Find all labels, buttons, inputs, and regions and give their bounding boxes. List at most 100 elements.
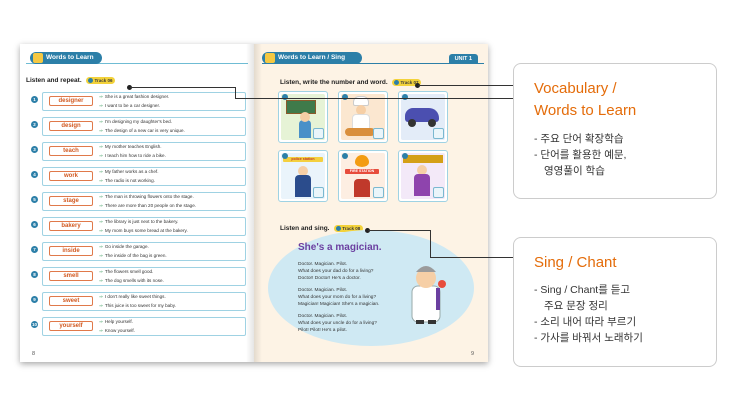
row-number: 9 <box>31 296 38 303</box>
answer-box <box>433 128 444 139</box>
answer-box <box>313 187 324 198</box>
word-row: 6 bakery ⇒The library is just next to th… <box>31 217 246 236</box>
vocab-word: yourself <box>49 321 93 331</box>
listen-repeat-label: Listen and repeat. Track 06 <box>26 77 116 85</box>
row-number: 7 <box>31 246 38 253</box>
example-sentence: ⇒I'm designing my daughter's bed. <box>99 119 172 124</box>
callout-vocabulary: Vocabulary / Words to Learn - 주요 단어 확장학습… <box>513 63 717 199</box>
word-row: 7 inside ⇒Go inside the garage. ⇒The ins… <box>31 242 246 261</box>
example-sentence: ⇒The radio is not working. <box>99 178 155 183</box>
lyric-line: What does your uncle do for a living? <box>298 321 377 326</box>
number-marker <box>282 94 288 100</box>
example-sentence: ⇒My mother teaches English. <box>99 144 162 149</box>
example-sentence: ⇒Know yourself. <box>99 328 135 333</box>
baker-head <box>356 105 366 115</box>
vocab-word: sweet <box>49 296 93 306</box>
instruction-text: Listen and repeat. <box>26 77 82 85</box>
number-marker <box>342 153 348 159</box>
example-sentence: ⇒Go inside the garage. <box>99 244 149 249</box>
bread-tray <box>345 128 375 136</box>
car-body <box>405 108 439 122</box>
pointer-dot <box>365 228 370 233</box>
vocab-word: bakery <box>49 221 93 231</box>
vocab-word: inside <box>49 246 93 256</box>
answer-box <box>313 128 324 139</box>
track-label: Track 06 <box>94 78 113 83</box>
callout-list: - Sing / Chant를 듣고 주요 문장 정리 - 소리 내어 따라 부… <box>534 282 716 346</box>
track-label: Track 07 <box>400 80 419 85</box>
row-number: 1 <box>31 96 38 103</box>
page-number-right: 9 <box>470 351 474 357</box>
track-label: Track 08 <box>342 226 361 231</box>
row-number: 5 <box>31 196 38 203</box>
word-row: 9 sweet ⇒I don't really like sweet thing… <box>31 292 246 311</box>
police-station-sign: police station <box>283 157 323 162</box>
row-number: 10 <box>31 321 38 328</box>
listen-sing-label: Listen and sing. Track 08 <box>280 225 364 233</box>
header-pill: Words to Learn <box>30 52 102 64</box>
example-sentence: ⇒The inside of the bag is green. <box>99 253 167 258</box>
fire-station-sign: FIRE STATION <box>345 169 379 174</box>
leader-line <box>430 230 431 257</box>
officer-head <box>298 166 308 176</box>
pencil-icon <box>33 53 43 63</box>
row-number: 4 <box>31 171 38 178</box>
example-sentence: ⇒This juice is too sweet for my baby. <box>99 303 177 308</box>
right-page-header: Words to Learn / Sing UNIT 1 <box>262 52 484 64</box>
callout-item: 주요 문장 정리 <box>544 300 608 312</box>
vocab-word: teach <box>49 146 93 156</box>
answer-box <box>433 187 444 198</box>
callout-item: - 단어를 활용한 예문, <box>534 149 627 161</box>
word-row: 1 designer ⇒She is a great fashion desig… <box>31 92 246 111</box>
number-marker <box>342 94 348 100</box>
row-number: 2 <box>31 121 38 128</box>
header-title: Words to Learn <box>46 54 94 61</box>
track-badge: Track 06 <box>86 77 116 84</box>
header-title: Words to Learn / Sing <box>278 54 346 61</box>
word-row: 8 smell ⇒The flowers smell good. ⇒The do… <box>31 267 246 286</box>
answer-box <box>373 187 384 198</box>
example-sentence: ⇒I don't really like sweet things. <box>99 294 166 299</box>
lyric-line: What does your dad do for a living? <box>298 269 374 274</box>
leader-line <box>235 87 236 99</box>
example-sentence: ⇒I teach him how to ride a bike. <box>99 153 166 158</box>
picture-card-police: police station <box>278 150 328 202</box>
row-number: 6 <box>31 221 38 228</box>
answer-box <box>373 128 384 139</box>
example-sentence: ⇒She is a great fashion designer. <box>99 94 170 99</box>
callout-title: Words to Learn <box>534 102 637 119</box>
singer-figure <box>414 174 430 196</box>
example-sentence: ⇒I want to be a car designer. <box>99 103 161 108</box>
word-row: 2 design ⇒I'm designing my daughter's be… <box>31 117 246 136</box>
lyric-line: What does your mom do for a living? <box>298 295 377 300</box>
magician-illustration <box>411 266 446 324</box>
callout-sing-chant: Sing / Chant - Sing / Chant를 듣고 주요 문장 정리… <box>513 237 717 367</box>
leader-line <box>368 230 430 231</box>
vocab-word: stage <box>49 196 93 206</box>
chalkboard <box>286 100 316 114</box>
callout-list: - 주요 단어 확장학습 - 단어를 활용한 예문, 영영풀이 학습 <box>534 131 716 179</box>
instruction-text: Listen and sing. <box>280 225 330 233</box>
callout-item: - Sing / Chant를 듣고 <box>534 284 631 296</box>
callout-item: - 주요 단어 확장학습 <box>534 133 624 145</box>
number-marker <box>282 153 288 159</box>
vocab-word: smell <box>49 271 93 281</box>
picture-card-car-designer <box>398 91 448 143</box>
word-row: 4 work ⇒My father works as a chef. ⇒The … <box>31 167 246 186</box>
lyric-line: Doctor. Magician. Pilot. <box>298 288 348 293</box>
example-sentence: ⇒The library is just next to the bakery. <box>99 219 179 224</box>
lyric-line: Magician! Magician! She's a magician. <box>298 302 380 307</box>
example-sentence: ⇒Help yourself. <box>99 319 133 324</box>
pointer-dot <box>127 85 132 90</box>
leader-line <box>430 257 513 258</box>
textbook-spread: Words to Learn Listen and repeat. Track … <box>20 44 488 362</box>
example-sentence: ⇒The design of a new car is very unique. <box>99 128 185 133</box>
car-wheel <box>408 119 416 127</box>
picture-card-singer <box>398 150 448 202</box>
callout-item: - 소리 내어 따라 부르기 <box>534 316 637 328</box>
vocab-word: design <box>49 121 93 131</box>
book-icon <box>265 53 275 63</box>
example-sentence: ⇒My father works as a chef. <box>99 169 159 174</box>
track-badge: Track 07 <box>392 79 422 86</box>
book-gutter <box>246 44 262 362</box>
